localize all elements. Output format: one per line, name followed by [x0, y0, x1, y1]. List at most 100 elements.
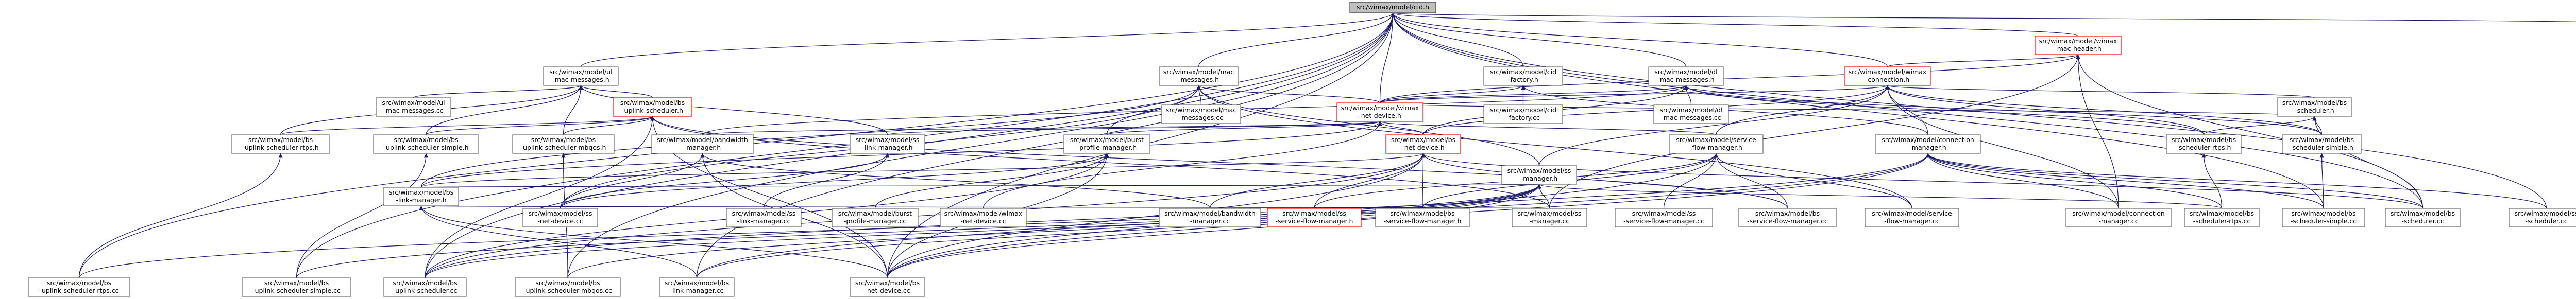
- file-node-label: src/wimax/model/bs: [389, 188, 453, 196]
- file-node-ss-link-manager-cc[interactable]: src/wimax/model/ss-link-manager.cc: [726, 208, 802, 227]
- file-node-label: src/wimax/model/bs: [531, 136, 596, 144]
- file-node-bs-scheduler-simple-h[interactable]: src/wimax/model/bs-scheduler-simple.h: [2282, 134, 2362, 154]
- include-edge: [2203, 116, 2317, 135]
- file-node-bs-net-device-h[interactable]: src/wimax/model/bs-net-device.h: [1385, 134, 1461, 154]
- file-node-bandwidth-manager-cc[interactable]: src/wimax/model/bandwidth-manager.cc: [1159, 208, 1261, 227]
- file-node-label: -messages.cc: [1179, 114, 1223, 121]
- include-edge: [1925, 153, 2223, 209]
- file-node-box: [522, 208, 598, 227]
- file-node-ss-service-flow-manager-h[interactable]: src/wimax/model/ss-service-flow-manager.…: [1267, 208, 1362, 227]
- include-edge: [700, 153, 1211, 209]
- file-node-bs-uplink-scheduler-mbqos-h[interactable]: src/wimax/model/bs-uplink-scheduler-mbqo…: [512, 134, 615, 154]
- include-edge: [1391, 12, 2424, 209]
- include-edge: [1106, 121, 1382, 135]
- file-node-connection-h[interactable]: src/wimax/model/wimax-connection.h: [1844, 66, 1931, 86]
- file-node-label: -manager.cc: [1190, 217, 1230, 225]
- file-node-dl-mac-messages-h[interactable]: src/wimax/model/dl-mac-messages.h: [1648, 66, 1724, 86]
- file-node-ss-service-flow-manager-cc[interactable]: src/wimax/model/ss-service-flow-manager.…: [1615, 208, 1713, 227]
- file-node-label: src/wimax/model/bs: [1755, 209, 1820, 217]
- include-edge: [982, 121, 1382, 209]
- file-node-bs-scheduler-rtps-cc[interactable]: src/wimax/model/bs-scheduler-rtps.cc: [2184, 208, 2260, 227]
- file-node-service-flow-manager-cc[interactable]: src/wimax/model/service-flow-manager.cc: [1865, 208, 1959, 227]
- include-edge: [1885, 85, 2315, 98]
- file-node-box: [1653, 104, 1729, 124]
- file-node-wimax-net-device-cc[interactable]: src/wimax/model/wimax-net-device.cc: [940, 208, 1027, 227]
- file-node-bs-scheduler-rtps-h[interactable]: src/wimax/model/bs-scheduler-rtps.h: [2166, 134, 2242, 154]
- file-node-cid-factory-h[interactable]: src/wimax/model/cid-factory.h: [1483, 66, 1563, 86]
- file-node-bs-link-manager-cc[interactable]: src/wimax/model/bs-link-manager.cc: [659, 277, 735, 297]
- file-node-bs-uplink-scheduler-cc[interactable]: src/wimax/model/bs-uplink-scheduler.cc: [383, 277, 467, 297]
- include-edge: [696, 184, 1541, 278]
- include-edge: [1716, 85, 1890, 135]
- file-node-label: -connection.h: [1866, 76, 1909, 83]
- file-node-box: [543, 66, 619, 86]
- file-node-bs-uplink-scheduler-simple-cc[interactable]: src/wimax/model/bs-uplink-scheduler-simp…: [242, 277, 351, 297]
- file-node-bs-link-manager-h[interactable]: src/wimax/model/bs-link-manager.h: [383, 187, 459, 206]
- file-node-box: [28, 277, 130, 297]
- file-node-ss-net-device-cc[interactable]: src/wimax/model/ss-net-device.cc: [522, 208, 598, 227]
- file-node-box: [2282, 208, 2365, 227]
- file-node-box: [1375, 208, 1470, 227]
- file-node-label: src/wimax/model/dl: [1659, 106, 1722, 114]
- file-node-label: src/wimax/model/wimax: [1341, 104, 1419, 112]
- include-edge: [887, 153, 1426, 278]
- file-node-wimax-net-device-h[interactable]: src/wimax/model/wimax-net-device.h: [1336, 102, 1423, 122]
- file-node-dl-mac-messages-cc[interactable]: src/wimax/model/dl-mac-messages.cc: [1653, 104, 1729, 124]
- file-node-ss-scheduler-cc[interactable]: src/wimax/model/ss-scheduler.cc: [2509, 208, 2576, 227]
- file-node-label: -manager.h: [1909, 144, 1946, 151]
- include-edge: [1684, 85, 2323, 135]
- include-edge: [1196, 85, 1912, 209]
- include-edge: [1391, 12, 2324, 209]
- file-node-box: [1267, 208, 1362, 227]
- file-node-ss-link-manager-h[interactable]: src/wimax/model/ss-link-manager.h: [850, 134, 925, 154]
- file-node-label: src/wimax/model/ss: [856, 136, 920, 144]
- file-node-box: [850, 134, 925, 154]
- file-node-bs-uplink-scheduler-rtps-h[interactable]: src/wimax/model/bs-uplink-scheduler-rtps…: [231, 134, 330, 154]
- file-node-label: -mac-header.h: [2055, 45, 2102, 52]
- include-edge: [2076, 54, 2119, 209]
- file-node-label: -scheduler-rtps.h: [2177, 144, 2231, 151]
- file-node-label: src/wimax/model/bs: [394, 136, 458, 144]
- file-node-bs-scheduler-cc[interactable]: src/wimax/model/bs-scheduler.cc: [2385, 208, 2461, 227]
- file-node-ss-manager-h[interactable]: src/wimax/model/ss-manager.h: [1501, 165, 1577, 185]
- file-node-label: src/wimax/model/service: [1676, 136, 1756, 144]
- file-node-mac-messages-h[interactable]: src/wimax/model/mac-messages.h: [1159, 66, 1239, 86]
- file-node-label: src/wimax/model/mac: [1166, 106, 1237, 114]
- file-node-mac-header-h[interactable]: src/wimax/model/wimax-mac-header.h: [2035, 36, 2122, 55]
- file-node-burst-profile-manager-h[interactable]: src/wimax/model/burst-profile-manager.h: [1063, 134, 1150, 154]
- file-node-root[interactable]: src/wimax/model/cid.h: [1349, 2, 1436, 13]
- include-edge: [296, 184, 1541, 278]
- file-node-ss-manager-cc[interactable]: src/wimax/model/ss-manager.cc: [1512, 208, 1587, 227]
- file-node-label: src/wimax/model/bs: [248, 136, 313, 144]
- file-node-bs-uplink-scheduler-h[interactable]: src/wimax/model/bs-uplink-scheduler.h: [613, 97, 692, 117]
- file-node-box: [613, 97, 692, 117]
- include-edge: [1379, 12, 1395, 103]
- file-node-bs-uplink-scheduler-rtps-cc[interactable]: src/wimax/model/bs-uplink-scheduler-rtps…: [28, 277, 130, 297]
- file-node-bandwidth-manager-h[interactable]: src/wimax/model/bandwidth-manager.h: [651, 134, 754, 154]
- include-edge: [702, 121, 1382, 135]
- file-node-label: -manager.h: [1521, 174, 1557, 182]
- file-node-label: -factory.cc: [1506, 114, 1540, 121]
- file-node-mac-messages-cc[interactable]: src/wimax/model/mac-messages.cc: [1161, 104, 1241, 124]
- file-node-label: src/wimax/model/ss: [1518, 209, 1582, 217]
- file-node-connection-manager-cc[interactable]: src/wimax/model/connection-manager.cc: [2065, 208, 2172, 227]
- include-edge: [567, 12, 1395, 278]
- file-node-burst-profile-manager-cc[interactable]: src/wimax/model/burst-profile-manager.cc: [832, 208, 919, 227]
- file-node-label: -profile-manager.h: [1077, 144, 1137, 151]
- file-node-bs-net-device-cc[interactable]: src/wimax/model/bs-net-device.cc: [850, 277, 925, 297]
- file-node-box: [512, 134, 615, 154]
- file-node-bs-scheduler-h[interactable]: src/wimax/model/bs-scheduler.h: [2277, 97, 2352, 117]
- file-node-cid-factory-cc[interactable]: src/wimax/model/cid-factory.cc: [1483, 104, 1563, 124]
- file-node-bs-service-flow-manager-cc[interactable]: src/wimax/model/bs-service-flow-manager.…: [1738, 208, 1837, 227]
- file-node-label: -scheduler-simple.h: [2290, 144, 2353, 151]
- file-node-ul-mac-messages-cc[interactable]: src/wimax/model/ul-mac-messages.cc: [376, 97, 451, 117]
- file-node-bs-uplink-scheduler-mbqos-cc[interactable]: src/wimax/model/bs-uplink-scheduler-mbqo…: [515, 277, 621, 297]
- file-node-bs-service-flow-manager-h[interactable]: src/wimax/model/bs-service-flow-manager.…: [1375, 208, 1470, 227]
- file-node-bs-uplink-scheduler-simple-h[interactable]: src/wimax/model/bs-uplink-scheduler-simp…: [373, 134, 479, 154]
- file-node-bs-scheduler-simple-cc[interactable]: src/wimax/model/bs-scheduler-simple.cc: [2282, 208, 2365, 227]
- include-edge: [78, 184, 1541, 278]
- file-node-service-flow-manager-h[interactable]: src/wimax/model/service-flow-manager.h: [1669, 134, 1764, 154]
- file-node-connection-manager-h[interactable]: src/wimax/model/connection-manager.h: [1875, 134, 1981, 154]
- file-node-label: -net-device.cc: [960, 217, 1006, 225]
- file-node-ul-mac-messages-h[interactable]: src/wimax/model/ul-mac-messages.h: [543, 66, 619, 86]
